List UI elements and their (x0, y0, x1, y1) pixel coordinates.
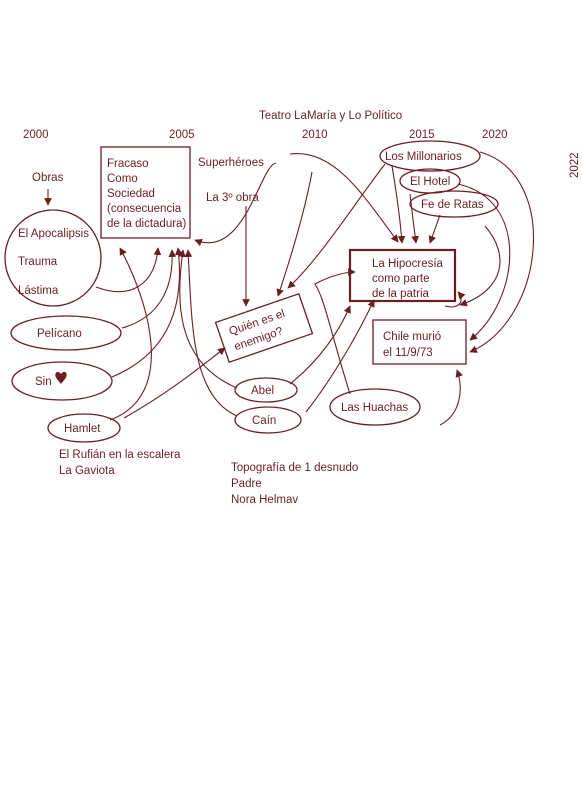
node-quien: Quién es el enemigo? (214, 292, 314, 364)
obras-circle (4, 209, 102, 307)
year-2000: 2000 (23, 129, 49, 141)
node-pelicano-label: Pelícano (37, 328, 82, 340)
arrow-superheroes-quien (276, 171, 313, 297)
node-huachas-label: Las Huachas (341, 402, 408, 414)
node-hipocresia (348, 248, 457, 303)
arrow-chile-loop (439, 369, 463, 426)
arrow-superheroes-hipocresia (289, 153, 399, 243)
obras-label: Obras (32, 172, 64, 184)
note-padre: Padre (231, 478, 262, 490)
diagram-heading: Teatro LaMaría y Lo Político (259, 110, 402, 122)
node-hipocresia-line1: La Hipocresía (372, 258, 444, 270)
arrow-circle-fracaso (95, 247, 162, 293)
node-pelicano (10, 315, 122, 351)
arrow-ferratas-hipocresia (428, 214, 441, 244)
node-abel (234, 377, 298, 403)
arrow-hotel-hipocresia (409, 193, 419, 244)
arrow-huachas-hipocresia (314, 268, 356, 395)
arrow-sin-fracaso (111, 247, 183, 378)
node-abel-label: Abel (251, 385, 274, 397)
play-trauma: Trauma (18, 256, 58, 268)
node-fracaso (100, 146, 191, 239)
arrow-hipocresia-chile (444, 291, 466, 308)
node-cain-label: Caín (252, 415, 276, 427)
node-fracaso-line4: (consecuencia (107, 203, 182, 215)
note-nora: Nora Helmav (231, 494, 298, 506)
arrow-superheroes-fracaso (194, 162, 277, 247)
node-chile-line1: Chile murió (383, 331, 441, 343)
node-hamlet (47, 413, 121, 443)
arrow-abel-fracaso (178, 249, 238, 389)
heart-icon (55, 371, 67, 384)
arrow-cain-hipocresia (305, 299, 375, 413)
node-cain (234, 406, 302, 434)
node-huachas (329, 388, 421, 426)
connectors (44, 151, 534, 426)
node-fracaso-line3: Sociedad (107, 188, 155, 200)
play-lastima: Lástima (18, 285, 59, 297)
year-2020: 2020 (482, 129, 508, 141)
arrow-ferratas-chile (459, 225, 501, 307)
node-chile (372, 319, 467, 365)
play-apocalipsis: El Apocalipsis (18, 228, 89, 240)
node-fracaso-line1: Fracaso (107, 158, 149, 170)
node-sin-label: Sin (35, 376, 52, 388)
node-fracaso-line2: Como (107, 173, 138, 185)
year-2022: 2022 (569, 152, 581, 178)
node-fe-ratas (409, 190, 499, 218)
node-hotel-label: El Hotel (410, 176, 450, 188)
node-fracaso-line5: de la dictadura) (107, 218, 186, 230)
node-hamlet-label: Hamlet (64, 423, 101, 435)
arrow-abel-hipocresia (289, 305, 351, 385)
arrow-millonarios-quien (287, 163, 386, 289)
arrow-hamlet-quien (123, 347, 226, 419)
year-2005: 2005 (169, 129, 195, 141)
node-tercera-obra: La 3º obra (206, 192, 259, 204)
node-hipocresia-line3: de la patria (372, 288, 430, 300)
node-superheroes: Superhéroes (198, 157, 264, 169)
arrow-cain-fracaso (184, 249, 238, 417)
year-2010: 2010 (302, 129, 328, 141)
node-millonarios (379, 140, 481, 172)
arrow-millonarios-chile (469, 151, 534, 353)
node-fe-ratas-label: Fe de Ratas (421, 199, 484, 211)
arrow-hamlet-fracaso (109, 247, 152, 421)
year-2015: 2015 (409, 129, 435, 141)
note-topografia: Topografía de 1 desnudo (231, 462, 358, 474)
note-gaviota: La Gaviota (59, 465, 115, 477)
node-chile-line2: el 11/9/73 (383, 347, 433, 359)
node-millonarios-label: Los Millonarios (385, 151, 462, 163)
node-hipocresia-line2: como parte (372, 273, 430, 285)
note-rufian: El Rufián en la escalera (59, 449, 181, 461)
arrow-millonarios-hipocresia (391, 165, 406, 244)
arrow-pelicano-fracaso (121, 249, 177, 329)
node-sin (11, 361, 113, 401)
